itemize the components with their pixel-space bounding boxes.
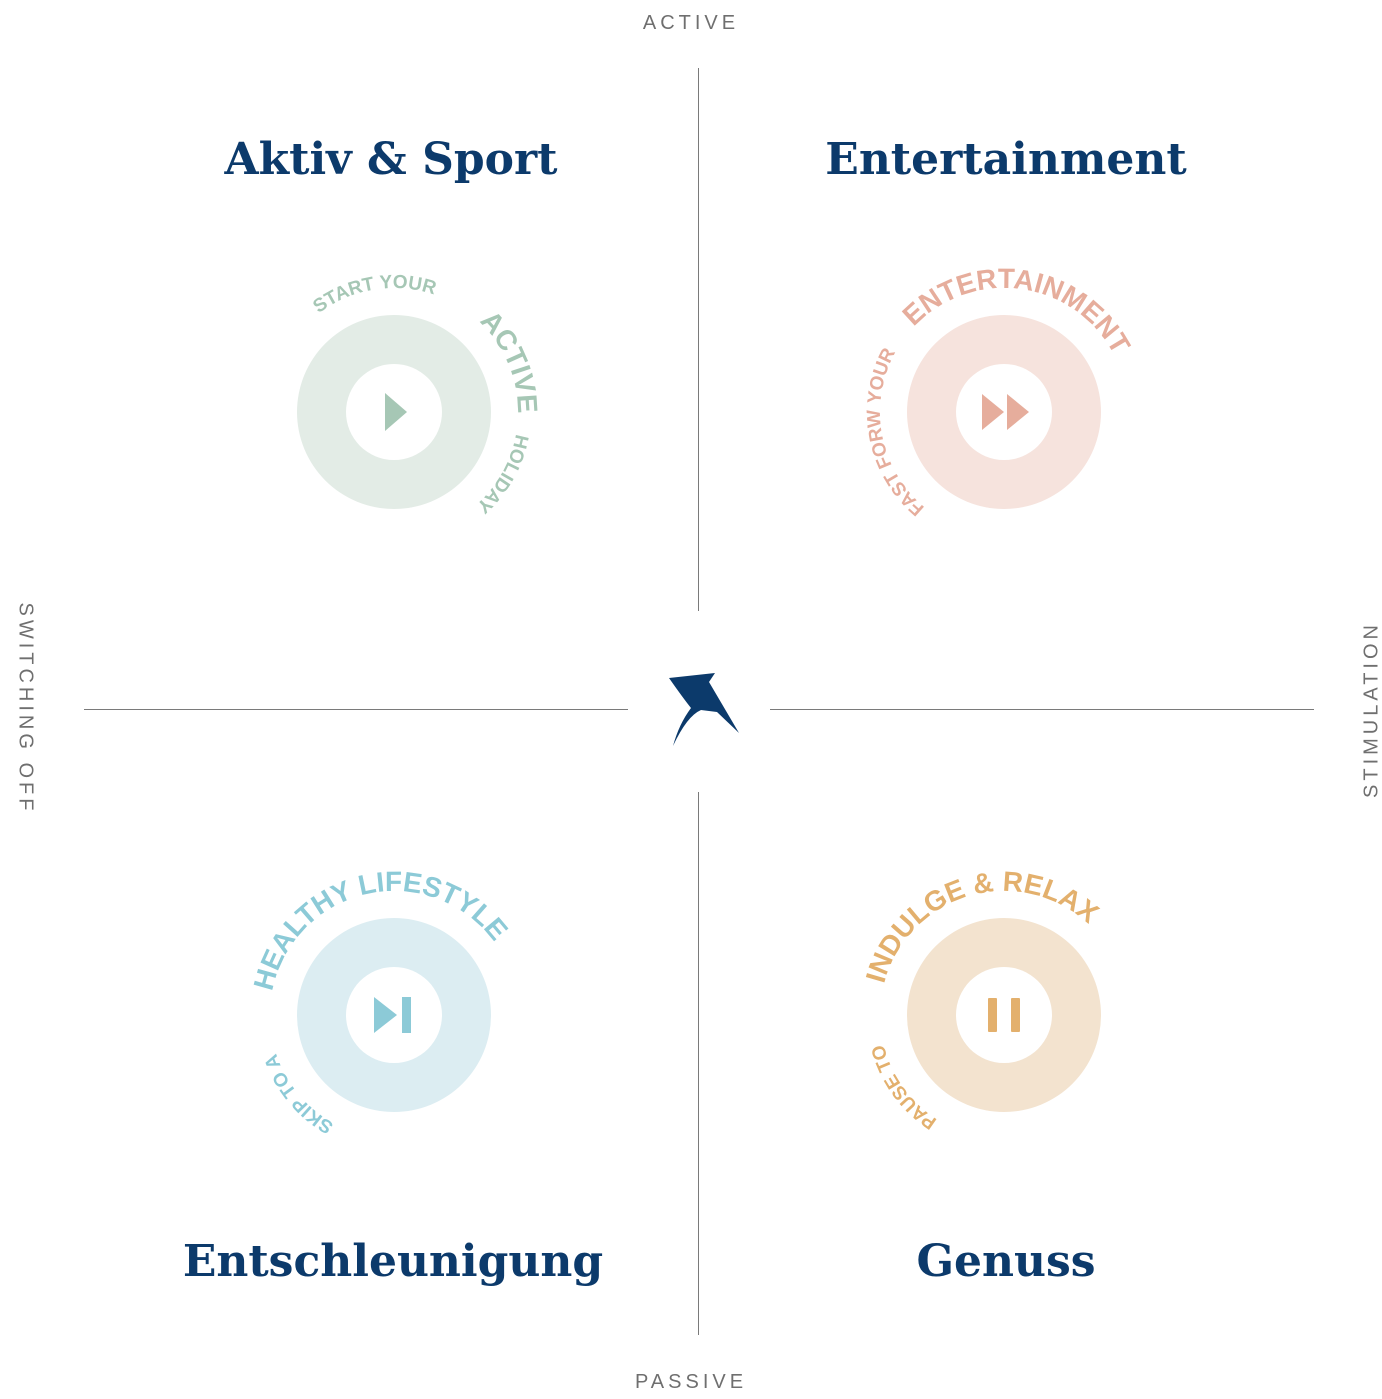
axis-line-right bbox=[770, 709, 1314, 710]
pause-icon bbox=[988, 998, 1020, 1032]
axis-label-switching-off: SWITCHING OFF bbox=[14, 602, 37, 815]
quadrant-title-entschleunigung: Entschleunigung bbox=[182, 1236, 604, 1287]
badge-entertainment: YOUR ENTERTAINMENT FAST FORWARD TO bbox=[847, 246, 1137, 520]
svg-text:START YOUR: START YOUR bbox=[309, 272, 438, 318]
quadrant-title-genuss: Genuss bbox=[916, 1236, 1096, 1287]
skip-next-icon bbox=[374, 997, 411, 1033]
quadrant-title-aktiv-sport: Aktiv & Sport bbox=[224, 134, 558, 185]
axis-line-top bbox=[698, 68, 699, 611]
axis-label-active: ACTIVE bbox=[642, 12, 740, 34]
axis-label-passive: PASSIVE bbox=[634, 1371, 748, 1393]
badge-genuss: PAUSE TO INDULGE & RELAX bbox=[860, 866, 1105, 1133]
arc-text-start-your: START YOUR bbox=[309, 272, 438, 318]
badge-inner bbox=[956, 967, 1052, 1063]
swallow-logo-icon bbox=[669, 673, 739, 746]
axis-line-left bbox=[84, 709, 628, 710]
svg-text:YOUR: YOUR bbox=[864, 345, 900, 405]
badge-entschleunigung: SKIP TO A HEALTHY LIFESTYLE bbox=[248, 866, 514, 1137]
axis-label-stimulation: STIMULATION bbox=[1360, 621, 1382, 798]
play-icon bbox=[385, 393, 407, 431]
badge-aktiv-sport: START YOUR ACTIVE HOLIDAY bbox=[297, 272, 543, 517]
axis-line-bottom bbox=[698, 792, 699, 1335]
arc-text-your: YOUR bbox=[864, 345, 900, 405]
quadrant-title-entertainment: Entertainment bbox=[825, 134, 1187, 185]
fast-forward-icon bbox=[982, 394, 1029, 430]
